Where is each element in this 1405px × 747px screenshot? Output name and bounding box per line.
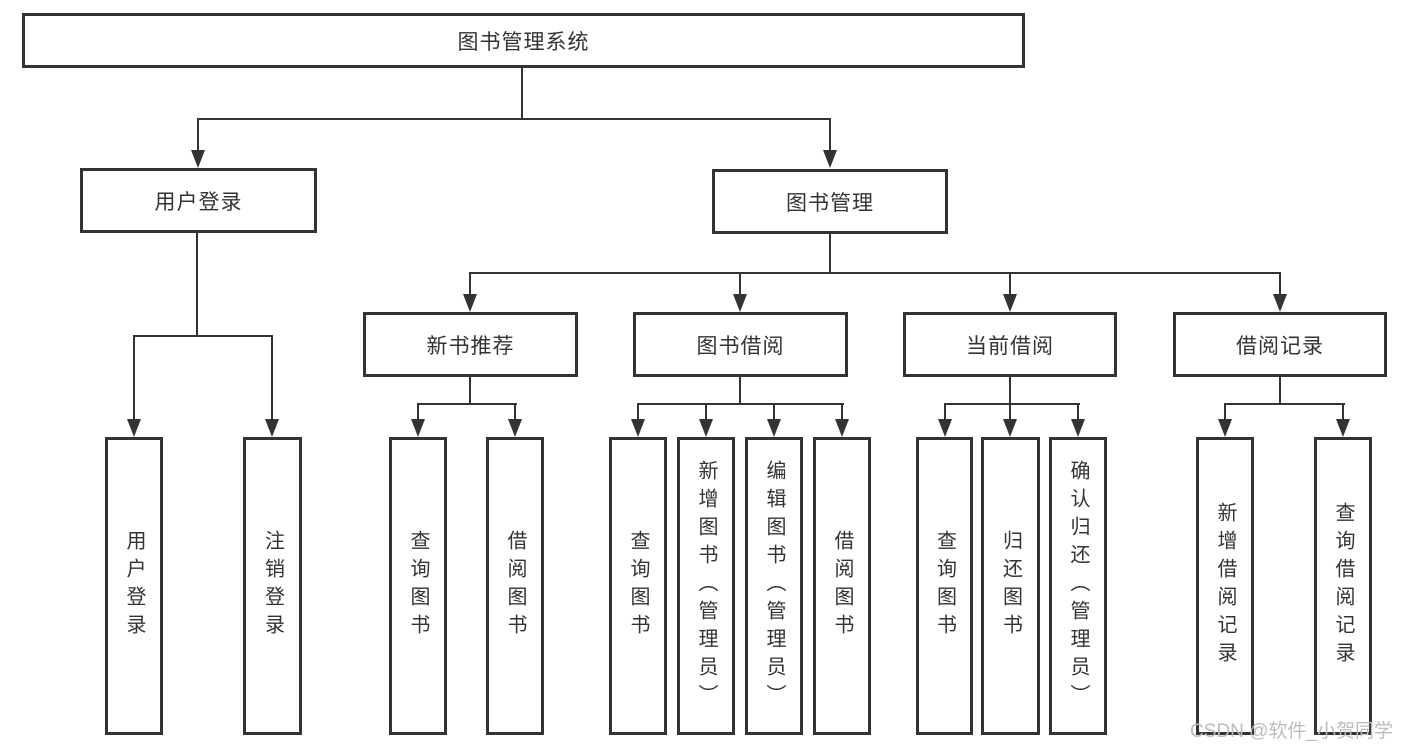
node-library-system: 图书管理系统 bbox=[22, 13, 1025, 68]
connector-drop-new-book bbox=[469, 272, 471, 296]
connector-drop-book-management bbox=[829, 118, 831, 152]
connector-drop-leaf-logout bbox=[271, 335, 273, 421]
connector-drop-user-login bbox=[197, 118, 199, 152]
arrowhead-leaf-login bbox=[127, 419, 141, 437]
connector-drop-cb-confirm bbox=[1077, 403, 1079, 421]
node-book-management-label: 图书管理 bbox=[786, 191, 874, 215]
leaf-edit-book-admin-label: 编辑图书（管理员） bbox=[763, 460, 785, 712]
arrowhead-bb-edit bbox=[767, 419, 781, 437]
node-user-login-label: 用户登录 bbox=[154, 190, 243, 214]
connector-drop-borrow-records bbox=[1279, 272, 1281, 296]
leaf-add-borrow-record: 新增借阅记录 bbox=[1196, 437, 1254, 735]
leaf-return-book: 归还图书 bbox=[981, 437, 1040, 735]
node-current-borrowing-label: 当前借阅 bbox=[966, 334, 1054, 358]
connector-drop-br-add bbox=[1224, 403, 1226, 421]
connector-userlogin-stem bbox=[196, 233, 198, 335]
node-new-book-recommend: 新书推荐 bbox=[363, 312, 578, 377]
node-borrow-records: 借阅记录 bbox=[1173, 312, 1387, 377]
leaf-add-book-admin: 新增图书（管理员） bbox=[677, 437, 735, 735]
connector-drop-cb-query bbox=[944, 403, 946, 421]
leaf-add-book-admin-label: 新增图书（管理员） bbox=[695, 460, 717, 712]
leaf-query-borrow-record-label: 查询借阅记录 bbox=[1332, 502, 1354, 670]
leaf-add-borrow-record-label: 新增借阅记录 bbox=[1214, 502, 1236, 670]
leaf-logout: 注销登录 bbox=[243, 437, 302, 735]
connector-drop-current-borrowing bbox=[1009, 272, 1011, 296]
connector-drop-cb-return bbox=[1009, 403, 1011, 421]
connector-drop-nb-query bbox=[417, 403, 419, 421]
leaf-confirm-return-admin: 确认归还（管理员） bbox=[1049, 437, 1107, 735]
connector-current-stem bbox=[1009, 377, 1011, 403]
leaf-query-books-recommend: 查询图书 bbox=[389, 437, 447, 735]
arrowhead-bb-borrow bbox=[835, 419, 849, 437]
arrowhead-bb-add bbox=[699, 419, 713, 437]
arrowhead-borrow-records bbox=[1273, 294, 1287, 312]
leaf-borrow-book: 借阅图书 bbox=[813, 437, 871, 735]
leaf-query-books-borrow: 查询图书 bbox=[609, 437, 667, 735]
arrowhead-user-login bbox=[191, 150, 205, 168]
arrowhead-br-add bbox=[1218, 419, 1232, 437]
connector-drop-book-borrowing bbox=[739, 272, 741, 296]
arrowhead-cb-confirm bbox=[1071, 419, 1085, 437]
leaf-query-borrow-record: 查询借阅记录 bbox=[1314, 437, 1372, 735]
connector-root-rail bbox=[197, 118, 831, 120]
arrowhead-nb-borrow bbox=[508, 419, 522, 437]
connector-drop-bb-query bbox=[637, 403, 639, 421]
node-book-borrowing-label: 图书借阅 bbox=[696, 334, 785, 358]
arrowhead-leaf-logout bbox=[265, 419, 279, 437]
connector-bookmgmt-stem bbox=[829, 234, 831, 272]
connector-bookmgmt-rail bbox=[469, 272, 1281, 274]
leaf-borrow-book-label: 借阅图书 bbox=[831, 530, 853, 642]
connector-userlogin-rail bbox=[133, 335, 273, 337]
leaf-logout-label: 注销登录 bbox=[261, 530, 284, 642]
node-book-management: 图书管理 bbox=[712, 169, 948, 234]
leaf-return-book-label: 归还图书 bbox=[999, 530, 1022, 642]
arrowhead-book-management bbox=[823, 150, 837, 168]
connector-records-rail bbox=[1224, 403, 1345, 405]
connector-drop-bb-borrow bbox=[841, 403, 843, 421]
connector-newbook-rail bbox=[417, 403, 517, 405]
connector-records-stem bbox=[1279, 377, 1281, 403]
leaf-edit-book-admin: 编辑图书（管理员） bbox=[745, 437, 803, 735]
node-borrow-records-label: 借阅记录 bbox=[1236, 334, 1324, 358]
arrowhead-bb-query bbox=[631, 419, 645, 437]
connector-drop-br-query bbox=[1342, 403, 1344, 421]
leaf-user-login: 用户登录 bbox=[105, 437, 163, 735]
connector-current-rail bbox=[944, 403, 1080, 405]
node-new-book-recommend-label: 新书推荐 bbox=[426, 334, 515, 358]
connector-borrowing-stem bbox=[739, 377, 741, 403]
arrowhead-cb-query bbox=[938, 419, 952, 437]
connector-newbook-stem bbox=[469, 377, 471, 403]
arrowhead-new-book bbox=[463, 294, 477, 312]
leaf-borrow-books-recommend: 借阅图书 bbox=[486, 437, 544, 735]
arrowhead-book-borrowing bbox=[733, 294, 747, 312]
connector-drop-leaf-login bbox=[133, 335, 135, 421]
node-user-login: 用户登录 bbox=[80, 168, 317, 233]
connector-root-stem bbox=[521, 68, 523, 118]
node-book-borrowing: 图书借阅 bbox=[633, 312, 848, 377]
arrowhead-br-query bbox=[1336, 419, 1350, 437]
arrowhead-current-borrowing bbox=[1003, 294, 1017, 312]
connector-drop-nb-borrow bbox=[514, 403, 516, 421]
watermark: CSDN @软件_小贺同学 bbox=[1190, 721, 1393, 742]
arrowhead-nb-query bbox=[411, 419, 425, 437]
leaf-confirm-return-admin-label: 确认归还（管理员） bbox=[1067, 460, 1089, 712]
node-current-borrowing: 当前借阅 bbox=[903, 312, 1117, 377]
connector-drop-bb-add bbox=[705, 403, 707, 421]
connector-drop-bb-edit bbox=[773, 403, 775, 421]
leaf-query-books-current-label: 查询图书 bbox=[933, 530, 956, 642]
leaf-borrow-books-recommend-label: 借阅图书 bbox=[504, 530, 526, 642]
leaf-query-books-recommend-label: 查询图书 bbox=[407, 530, 429, 642]
leaf-query-books-borrow-label: 查询图书 bbox=[627, 530, 649, 642]
node-library-system-label: 图书管理系统 bbox=[457, 30, 590, 54]
arrowhead-cb-return bbox=[1003, 419, 1017, 437]
connector-borrowing-rail bbox=[637, 403, 844, 405]
leaf-user-login-label: 用户登录 bbox=[123, 530, 145, 642]
leaf-query-books-current: 查询图书 bbox=[916, 437, 973, 735]
